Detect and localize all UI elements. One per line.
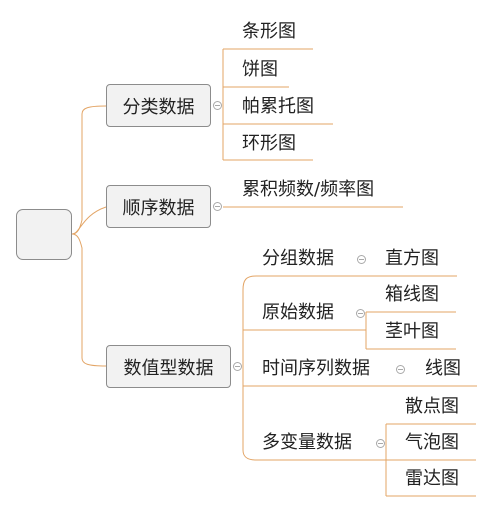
- category-node-numeric[interactable]: 数值型数据: [106, 345, 231, 388]
- category-node-categorical[interactable]: 分类数据: [106, 84, 211, 127]
- leaf-node[interactable]: 茎叶图: [385, 321, 439, 342]
- leaf-node[interactable]: 累积频数/频率图: [242, 179, 375, 200]
- category-node-ordinal[interactable]: 顺序数据: [106, 185, 211, 228]
- leaf-node[interactable]: 直方图: [385, 248, 439, 269]
- collapse-icon[interactable]: [233, 362, 242, 371]
- collapse-icon[interactable]: [356, 309, 365, 318]
- leaf-node[interactable]: 线图: [425, 358, 461, 379]
- leaf-node[interactable]: 雷达图: [405, 468, 459, 489]
- group-node-grouped[interactable]: 分组数据: [262, 248, 334, 269]
- leaf-node[interactable]: 气泡图: [405, 432, 459, 453]
- leaf-node[interactable]: 条形图: [242, 21, 296, 42]
- connector-root-cat1: [71, 105, 107, 235]
- connector-root-cat3: [71, 233, 107, 367]
- connector-group-multivariate: [242, 366, 386, 461]
- collapse-icon[interactable]: [213, 202, 222, 211]
- group-node-timeseries[interactable]: 时间序列数据: [262, 358, 370, 379]
- collapse-icon[interactable]: [357, 255, 366, 264]
- group-node-multivariate[interactable]: 多变量数据: [262, 432, 352, 453]
- leaf-node[interactable]: 散点图: [405, 396, 459, 417]
- leaf-node[interactable]: 饼图: [242, 59, 278, 80]
- root-node[interactable]: [16, 209, 72, 260]
- leaf-node[interactable]: 箱线图: [385, 284, 439, 305]
- connector-root-cat2: [71, 206, 107, 235]
- collapse-icon[interactable]: [213, 101, 222, 110]
- leaf-node[interactable]: 环形图: [242, 133, 296, 154]
- leaf-node[interactable]: 帕累托图: [242, 96, 314, 117]
- group-node-raw[interactable]: 原始数据: [262, 302, 334, 323]
- connector-group-grouped: [242, 275, 378, 366]
- collapse-icon[interactable]: [396, 365, 405, 374]
- collapse-icon[interactable]: [376, 439, 385, 448]
